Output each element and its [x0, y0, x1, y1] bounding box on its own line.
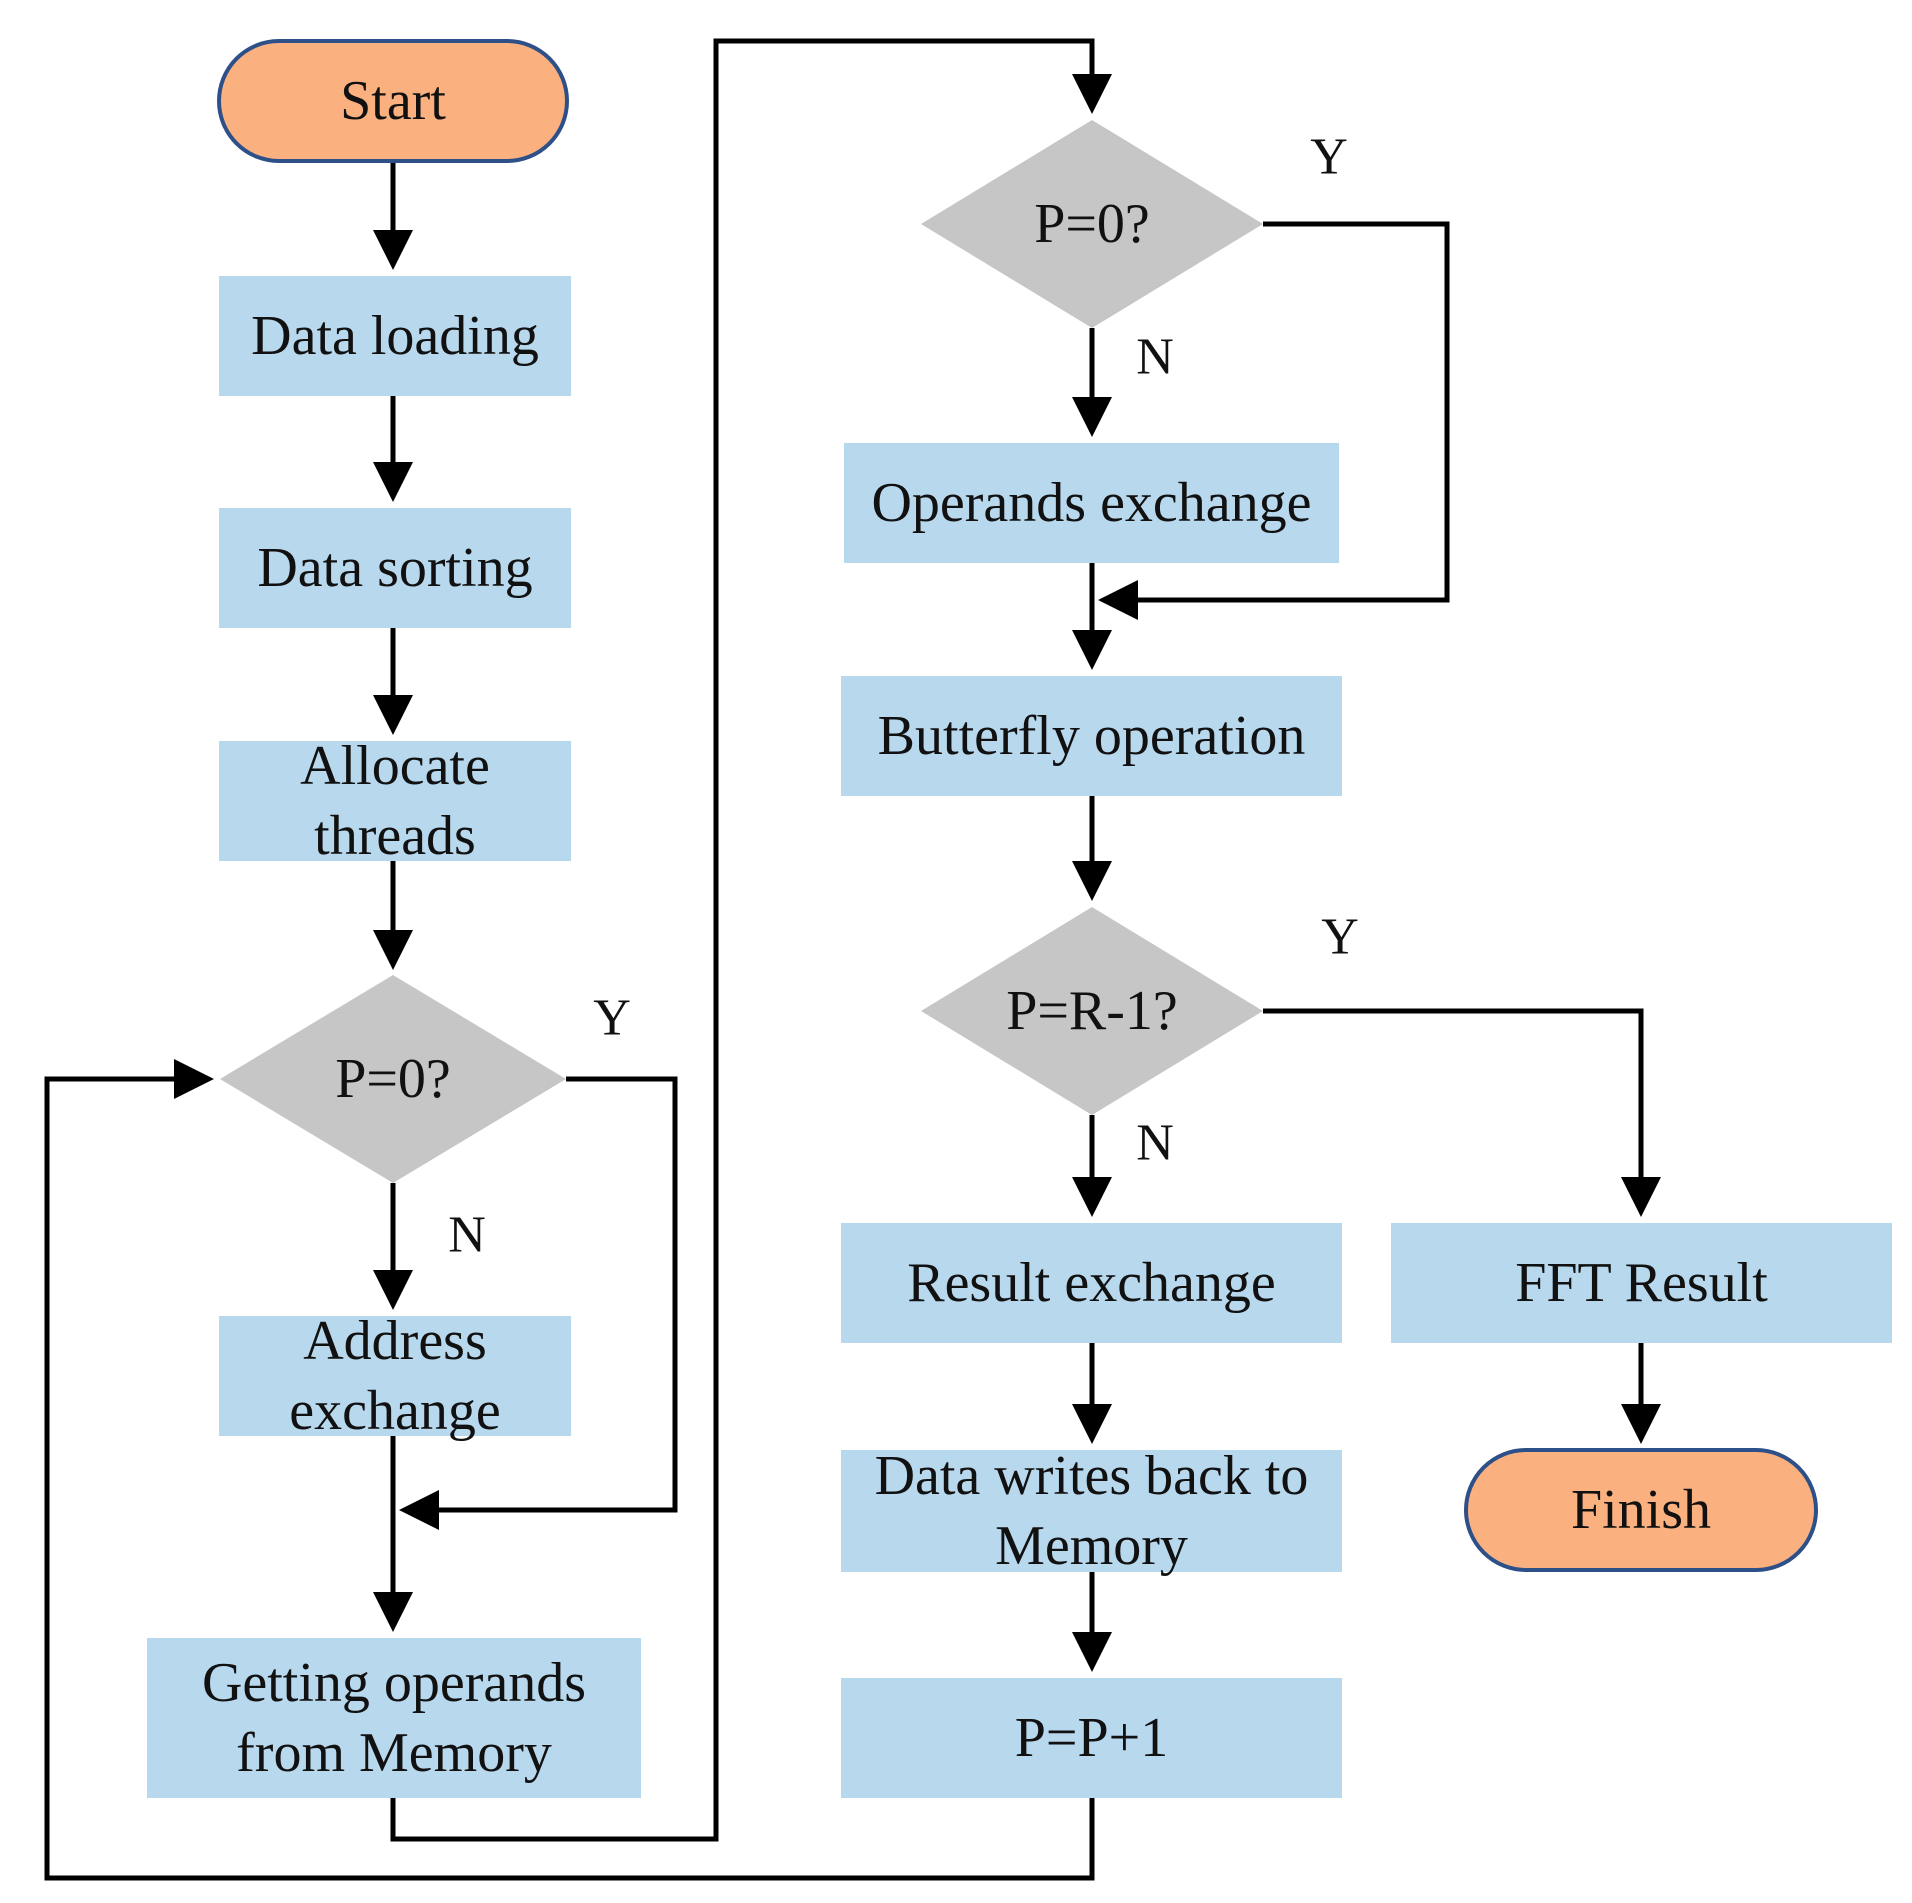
start-terminal — [217, 39, 569, 163]
fft-result-box-label: FFT Result — [1515, 1252, 1768, 1314]
edge-operands-to-butterfly-arrowhead — [1072, 630, 1112, 670]
butterfly-operation-box — [841, 676, 1342, 796]
result-exchange-box — [841, 1223, 1342, 1343]
edge-data-loading-to-sorting — [373, 396, 413, 502]
address-exchange-box — [219, 1316, 571, 1436]
edge-right-decision-yes-bypass-line — [1128, 221, 1450, 603]
data-writes-back-box — [841, 1450, 1342, 1572]
edge-decision-yes-bypass — [399, 1076, 678, 1530]
edge-increment-loop-back-arrowhead — [174, 1059, 214, 1099]
decision-p-equals-r-minus-1 — [921, 907, 1263, 1115]
fft-result-box — [1391, 1223, 1892, 1343]
allocate-threads-box-label-line-1: Allocate — [300, 735, 490, 797]
left-decision-no-label: N — [448, 1207, 486, 1264]
edge-address-to-getting-operands — [373, 1436, 413, 1632]
decision-p-equals-0-left — [220, 975, 566, 1183]
edge-increment-loop-back-line — [44, 1076, 1095, 1881]
edge-operands-to-butterfly — [1072, 563, 1112, 670]
edge-right-decision-yes-bypass-arrowhead — [1098, 580, 1138, 620]
edge-sorting-to-allocate-arrowhead — [373, 695, 413, 735]
getting-operands-box — [147, 1638, 641, 1798]
getting-operands-box-label-line-1: Getting operands — [202, 1652, 586, 1714]
data-loading-box-label: Data loading — [251, 305, 539, 367]
edge-decision-yes-to-fft-result-line — [1263, 1008, 1644, 1187]
edge-address-to-getting-operands-arrowhead — [373, 1592, 413, 1632]
connector-lines — [44, 38, 1661, 1881]
edge-fft-result-to-finish — [1621, 1343, 1661, 1444]
p-increment-box — [841, 1678, 1342, 1798]
edge-fft-result-to-finish-arrowhead — [1621, 1404, 1661, 1444]
edge-right-decision-no-to-operands-arrowhead — [1072, 397, 1112, 437]
pr1-decision-yes-label: Y — [1321, 909, 1359, 966]
data-loading-box — [219, 276, 571, 396]
start-terminal-label: Start — [340, 70, 446, 132]
p-increment-box-label: P=P+1 — [1015, 1707, 1168, 1769]
operands-exchange-box — [844, 443, 1339, 563]
edge-getting-operands-to-right-column-line — [390, 38, 1095, 1842]
right-decision-yes-label: Y — [1310, 129, 1348, 186]
data-writes-back-box-label-line-2: Memory — [995, 1515, 1188, 1577]
butterfly-operation-box-label: Butterfly operation — [878, 705, 1306, 767]
pr1-decision-no-label: N — [1136, 1115, 1174, 1172]
right-decision-no-label: N — [1136, 329, 1174, 386]
edge-decision-yes-bypass-arrowhead — [399, 1490, 439, 1530]
operands-exchange-box-label: Operands exchange — [871, 472, 1311, 534]
edge-writes-back-to-increment-arrowhead — [1072, 1632, 1112, 1672]
edge-decision-no-to-address — [373, 1183, 413, 1310]
edge-decision-yes-bypass-line — [429, 1076, 678, 1513]
edge-start-to-data-loading — [373, 161, 413, 270]
edge-getting-operands-to-right-column-arrowhead — [1072, 74, 1112, 114]
edge-sorting-to-allocate — [373, 628, 413, 735]
edge-butterfly-to-decision-arrowhead — [1072, 861, 1112, 901]
allocate-threads-box — [219, 741, 571, 861]
edge-result-exchange-to-writes-back — [1072, 1343, 1112, 1444]
edge-decision-no-to-result-exchange-arrowhead — [1072, 1177, 1112, 1217]
allocate-threads-box-label-line-2: threads — [314, 805, 476, 867]
edge-right-decision-yes-bypass — [1098, 221, 1450, 620]
edge-writes-back-to-increment — [1072, 1572, 1112, 1672]
finish-terminal-label: Finish — [1571, 1479, 1711, 1541]
edge-decision-yes-to-fft-result-arrowhead — [1621, 1177, 1661, 1217]
edge-butterfly-to-decision — [1072, 796, 1112, 901]
decision-p-equals-0-right — [921, 120, 1263, 328]
edge-increment-loop-back — [44, 1059, 1095, 1881]
edge-decision-yes-to-fft-result — [1263, 1008, 1661, 1217]
decision-p-equals-r-minus-1-label: P=R-1? — [1006, 980, 1178, 1042]
address-exchange-box-label-line-2: exchange — [289, 1380, 500, 1442]
edge-data-loading-to-sorting-arrowhead — [373, 462, 413, 502]
branch-labels: Y N Y N Y N — [448, 129, 1359, 1264]
edge-result-exchange-to-writes-back-arrowhead — [1072, 1404, 1112, 1444]
edge-decision-no-to-address-arrowhead — [373, 1270, 413, 1310]
decision-p-equals-0-right-label: P=0? — [1034, 193, 1150, 255]
address-exchange-box-label-line-1: Address — [303, 1310, 487, 1372]
getting-operands-box-label-line-2: from Memory — [236, 1722, 552, 1784]
edge-start-to-data-loading-arrowhead — [373, 230, 413, 270]
edge-decision-no-to-result-exchange — [1072, 1115, 1112, 1217]
data-sorting-box-label: Data sorting — [257, 537, 532, 599]
edge-right-decision-no-to-operands — [1072, 328, 1112, 437]
finish-terminal — [1464, 1448, 1818, 1572]
result-exchange-box-label: Result exchange — [907, 1252, 1276, 1314]
left-decision-yes-label: Y — [593, 990, 631, 1047]
decision-p-equals-0-left-label: P=0? — [335, 1048, 451, 1110]
data-sorting-box — [219, 508, 571, 628]
edge-allocate-to-decision-arrowhead — [373, 930, 413, 970]
edge-allocate-to-decision — [373, 861, 413, 970]
data-writes-back-box-label-line-1: Data writes back to — [875, 1445, 1309, 1507]
edge-getting-operands-to-right-column — [390, 38, 1112, 1842]
